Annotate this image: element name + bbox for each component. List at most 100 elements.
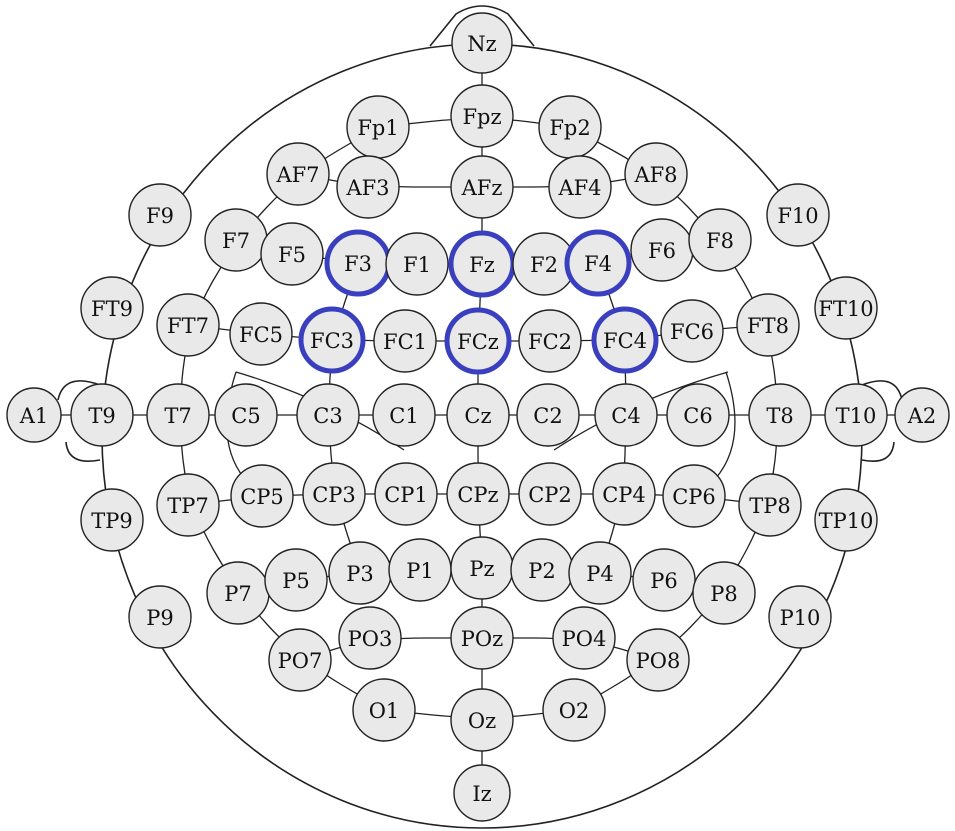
electrode-p4: P4: [568, 541, 632, 605]
electrode-marker: [374, 462, 438, 526]
electrode-marker: [156, 293, 220, 357]
electrode-marker: [768, 585, 832, 649]
electrode-oz: Oz: [450, 688, 514, 752]
electrode-label: FCz: [457, 330, 499, 354]
electrode-marker: [146, 383, 210, 447]
electrode-label: F7: [222, 229, 250, 253]
electrode-label: A1: [19, 404, 49, 428]
electrode-label: C2: [533, 404, 562, 428]
electrode-label: Oz: [468, 709, 496, 733]
electrode-cp4: CP4: [592, 462, 656, 526]
electrode-c2: C2: [516, 383, 580, 447]
electrode-label: T10: [836, 404, 877, 428]
electrode-af4: AF4: [548, 155, 612, 219]
electrode-marker: [894, 387, 950, 443]
electrode-marker: [736, 293, 800, 357]
electrode-label: PO8: [636, 649, 681, 673]
electrode-marker: [824, 383, 888, 447]
electrode-marker: [450, 606, 514, 670]
electrode-p5: P5: [264, 548, 328, 612]
electrode-label: PO7: [278, 649, 323, 673]
electrode-label: FT8: [747, 314, 789, 338]
electrode-po4: PO4: [552, 606, 616, 670]
electrode-label: F9: [146, 204, 174, 228]
electrode-label: P7: [224, 582, 252, 606]
electrode-marker: [516, 383, 580, 447]
electrode-a2: A2: [894, 387, 950, 443]
electrode-label: F3: [344, 252, 372, 276]
electrode-label: T7: [164, 404, 191, 428]
electrode-label: P9: [146, 606, 174, 630]
electrode-label: AFz: [461, 176, 503, 200]
electrode-pz: Pz: [450, 536, 514, 600]
electrode-marker: [373, 309, 437, 373]
electrode-nz: Nz: [451, 12, 513, 74]
electrode-label: FC6: [670, 320, 714, 344]
electrode-label: P1: [406, 559, 434, 583]
electrode-iz: Iz: [453, 764, 511, 822]
electrode-po8: PO8: [626, 628, 690, 692]
electrode-a1: A1: [6, 387, 62, 443]
electrode-label: P2: [528, 559, 556, 583]
left-ear-outline: [57, 380, 101, 462]
electrode-marker: [688, 208, 752, 272]
electrode-af8: AF8: [624, 142, 688, 206]
electrode-afz: AFz: [450, 155, 514, 219]
electrode-label: AF7: [275, 163, 319, 187]
electrode-af7: AF7: [266, 142, 330, 206]
electrode-label: C5: [231, 404, 260, 428]
electrode-marker: [128, 183, 192, 247]
electrode-ft9: FT9: [80, 276, 144, 340]
electrode-marker: [6, 387, 62, 443]
electrode-label: C6: [683, 404, 712, 428]
electrode-marker: [80, 488, 144, 552]
electrode-label: O1: [369, 699, 400, 723]
electrode-label: F2: [530, 253, 558, 277]
electrode-label: FC2: [528, 330, 572, 354]
electrode-fc6: FC6: [660, 299, 724, 363]
electrode-marker: [70, 383, 134, 447]
electrode-label: CP5: [240, 485, 284, 509]
electrode-label: TP9: [91, 509, 133, 533]
electrode-o2: O2: [542, 678, 606, 742]
electrode-label: F6: [648, 239, 676, 263]
electrode-p8: P8: [692, 561, 756, 625]
electrode-label: Fz: [469, 253, 495, 277]
electrode-marker: [594, 383, 658, 447]
electrode-marker: [591, 306, 659, 374]
electrode-marker: [264, 548, 328, 612]
electrode-marker: [302, 462, 366, 526]
electrode-p1: P1: [388, 538, 452, 602]
electrode-cp5: CP5: [230, 464, 294, 528]
electrode-label: FC5: [239, 323, 283, 347]
electrode-marker: [230, 464, 294, 528]
electrode-marker: [666, 383, 730, 447]
electrode-fc5: FC5: [229, 302, 293, 366]
electrode-f9: F9: [128, 183, 192, 247]
electrode-label: P6: [650, 569, 678, 593]
electrode-f7: F7: [204, 208, 268, 272]
electrode-marker: [372, 383, 436, 447]
electrode-marker: [626, 628, 690, 692]
electrode-label: C1: [389, 404, 418, 428]
electrode-fc1: FC1: [373, 309, 437, 373]
electrode-c1: C1: [372, 383, 436, 447]
electrode-fc2: FC2: [518, 309, 582, 373]
electrode-label: CP4: [602, 483, 646, 507]
right-cp-arc: [715, 371, 736, 479]
electrode-marker: [450, 84, 514, 148]
electrode-o1: O1: [352, 678, 416, 742]
electrode-label: CP2: [528, 483, 572, 507]
electrode-label: Nz: [467, 32, 496, 56]
electrode-f6: F6: [630, 218, 694, 282]
electrode-cp2: CP2: [518, 462, 582, 526]
electrode-label: C4: [611, 404, 640, 428]
electrode-label: P4: [586, 562, 614, 586]
electrode-fc4: FC4: [591, 306, 659, 374]
electrode-marker: [592, 462, 656, 526]
electrode-label: T9: [88, 404, 115, 428]
electrode-tp10: TP10: [814, 488, 878, 552]
electrode-fc3: FC3: [298, 306, 366, 374]
electrode-p3: P3: [328, 541, 392, 605]
